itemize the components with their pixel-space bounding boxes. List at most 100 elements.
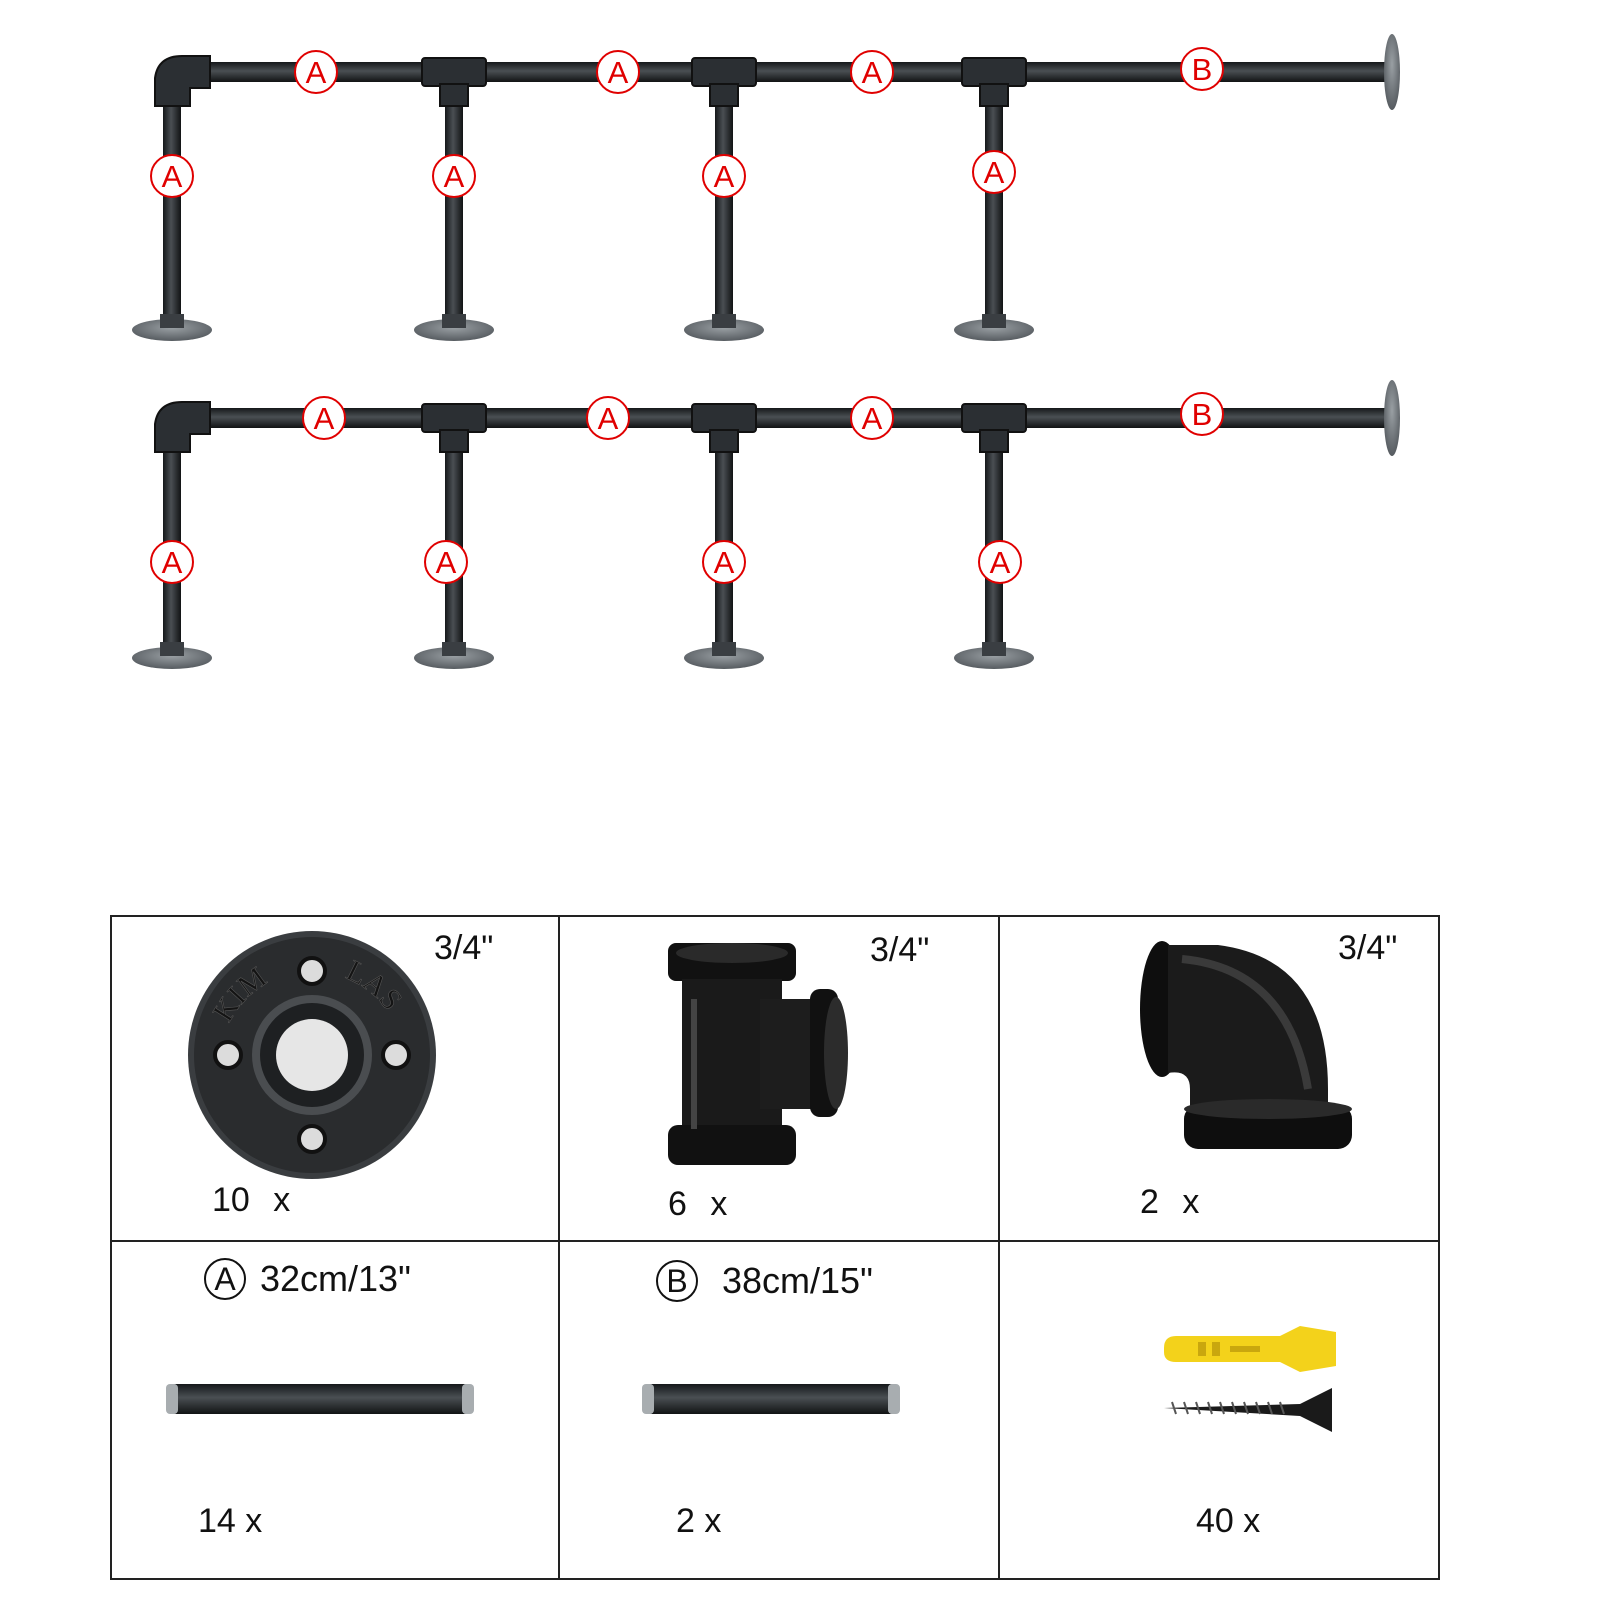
part-cell-elbow: 3/4" 2 x	[1000, 917, 1440, 1240]
pipe-label-text: A	[436, 545, 457, 580]
pipe-label-text: A	[162, 159, 183, 194]
flange-collar	[712, 642, 736, 656]
pipe-label-b: B	[1180, 47, 1224, 91]
pipe-label-text: A	[598, 401, 619, 436]
elbow-fitting	[154, 401, 211, 453]
pipe-label-text: A	[714, 545, 735, 580]
flange-collar	[982, 642, 1006, 656]
flange-collar	[982, 314, 1006, 328]
pipe-label-text: A	[314, 401, 335, 436]
grid-divider	[112, 1240, 1438, 1242]
horizontal-pipe	[190, 62, 1385, 82]
pipe-letter-badge: B	[656, 1260, 698, 1302]
quantity-number: 2	[1140, 1183, 1159, 1221]
vertical-pipe	[715, 98, 733, 328]
pipe-length: 38cm/15"	[722, 1260, 873, 1301]
vertical-pipe	[445, 98, 463, 328]
quantity-suffix: x	[245, 1502, 263, 1540]
pipe-length-label: A 32cm/13"	[204, 1258, 411, 1300]
shelf-assembly: A A A B A A A A	[132, 34, 1400, 341]
tee-branch	[439, 83, 469, 107]
pipe-label-text: A	[162, 545, 183, 580]
pipe-label-text: A	[984, 155, 1005, 190]
flange-collar	[712, 314, 736, 328]
quantity-suffix: x	[273, 1181, 291, 1219]
pipe-length: 32cm/13"	[260, 1258, 411, 1299]
shelf-assembly: A A A B A A A A	[132, 380, 1400, 669]
elbow-fitting	[154, 55, 211, 107]
pipe-label-a: A	[432, 154, 476, 198]
elbow-fitting-icon	[1140, 941, 1352, 1149]
flange-collar	[442, 642, 466, 656]
grid-divider	[998, 917, 1000, 1578]
part-cell-pipe-b: B 38cm/15" 2 x	[560, 1242, 998, 1578]
quantity-label: 6 x	[668, 1185, 727, 1224]
pipe-label-a: A	[702, 154, 746, 198]
pipe-label-a: A	[978, 540, 1022, 584]
part-cell-tee: 3/4" 6 x	[560, 917, 998, 1240]
pipe-label-a: A	[150, 154, 194, 198]
pipe-icon	[166, 1384, 474, 1414]
pipe-label-text: A	[714, 159, 735, 194]
quantity-number: 40	[1196, 1502, 1234, 1540]
quantity-label: 2 x	[676, 1502, 721, 1541]
pipe-letter-badge: A	[204, 1258, 246, 1300]
tee-fitting-icon	[668, 943, 848, 1165]
pipe-label-a: A	[302, 396, 346, 440]
pipe-label-text: B	[1192, 52, 1213, 87]
horizontal-pipe	[190, 408, 1385, 428]
tee-fitting	[691, 403, 757, 433]
pipe-label-text: A	[862, 401, 883, 436]
quantity-suffix: x	[1182, 1183, 1200, 1221]
part-cell-anchors: 40 x	[1000, 1242, 1440, 1578]
part-cell-pipe-a: A 32cm/13" 14 x	[112, 1242, 558, 1578]
tee-fitting	[421, 403, 487, 433]
quantity-number: 6	[668, 1185, 687, 1223]
floor-flange	[954, 647, 1034, 669]
quantity-number: 2	[676, 1502, 695, 1540]
floor-flange	[414, 647, 494, 669]
tee-branch	[709, 429, 739, 453]
floor-flange	[132, 647, 212, 669]
pipe-label-text: A	[862, 55, 883, 90]
tee-fitting	[961, 57, 1027, 87]
floor-flange-icon: KIM LAS	[188, 931, 436, 1179]
pipe-label-text: A	[444, 159, 465, 194]
quantity-number: 10	[212, 1181, 250, 1219]
pipe-label-a: A	[850, 50, 894, 94]
quantity-label: 40 x	[1196, 1502, 1260, 1541]
quantity-suffix: x	[1243, 1502, 1261, 1540]
tee-branch	[979, 429, 1009, 453]
pipe-label-text: A	[990, 545, 1011, 580]
pipe-label-a: A	[596, 50, 640, 94]
wall-anchor-and-screw-icon	[1164, 1326, 1336, 1432]
parts-list: KIM LAS 3/4" 10 x 3/4" 6 x	[110, 915, 1440, 1580]
vertical-pipe	[985, 98, 1003, 328]
pipe-label-a: A	[586, 396, 630, 440]
grid-divider	[558, 917, 560, 1578]
tee-branch	[709, 83, 739, 107]
floor-flange	[132, 319, 212, 341]
floor-flange	[954, 319, 1034, 341]
quantity-suffix: x	[704, 1502, 722, 1540]
floor-flange	[414, 319, 494, 341]
tee-fitting	[961, 403, 1027, 433]
pipe-label-a: A	[702, 540, 746, 584]
pipe-length-label: B 38cm/15"	[656, 1260, 873, 1302]
flange-collar	[160, 642, 184, 656]
pipe-label-text: B	[1192, 397, 1213, 432]
quantity-number: 14	[198, 1502, 236, 1540]
quantity-label: 10 x	[212, 1181, 290, 1220]
pipe-label-a: A	[294, 50, 338, 94]
flange-collar	[442, 314, 466, 328]
quantity-label: 14 x	[198, 1502, 262, 1541]
pipe-icon	[642, 1384, 900, 1414]
size-label: 3/4"	[1338, 929, 1398, 967]
pipe-label-text: A	[306, 55, 327, 90]
size-label: 3/4"	[870, 931, 930, 969]
pipe-label-a: A	[972, 150, 1016, 194]
quantity-label: 2 x	[1140, 1183, 1199, 1222]
pipe-label-a: A	[850, 396, 894, 440]
pipe-label-a: A	[150, 540, 194, 584]
pipe-label-a: A	[424, 540, 468, 584]
